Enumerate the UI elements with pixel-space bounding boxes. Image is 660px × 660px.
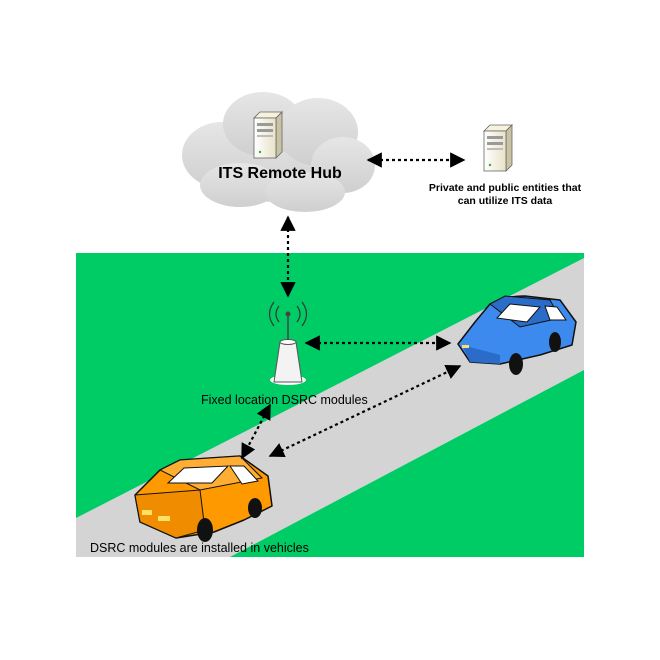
entities-label: Private and public entities that can uti… (428, 182, 582, 207)
car-icon (457, 295, 577, 375)
cloud-icon (182, 92, 375, 212)
link-antenna-orangecar (241, 403, 271, 460)
hub-label: ITS Remote Hub (218, 165, 342, 182)
rsu-label: Fixed location DSRC modules (201, 393, 368, 407)
server-icon (483, 124, 513, 172)
car-icon (134, 455, 273, 542)
link-car-to-car (268, 364, 462, 458)
server-icon (253, 111, 283, 159)
links (241, 152, 466, 460)
vehicles-label: DSRC modules are installed in vehicles (90, 541, 309, 555)
